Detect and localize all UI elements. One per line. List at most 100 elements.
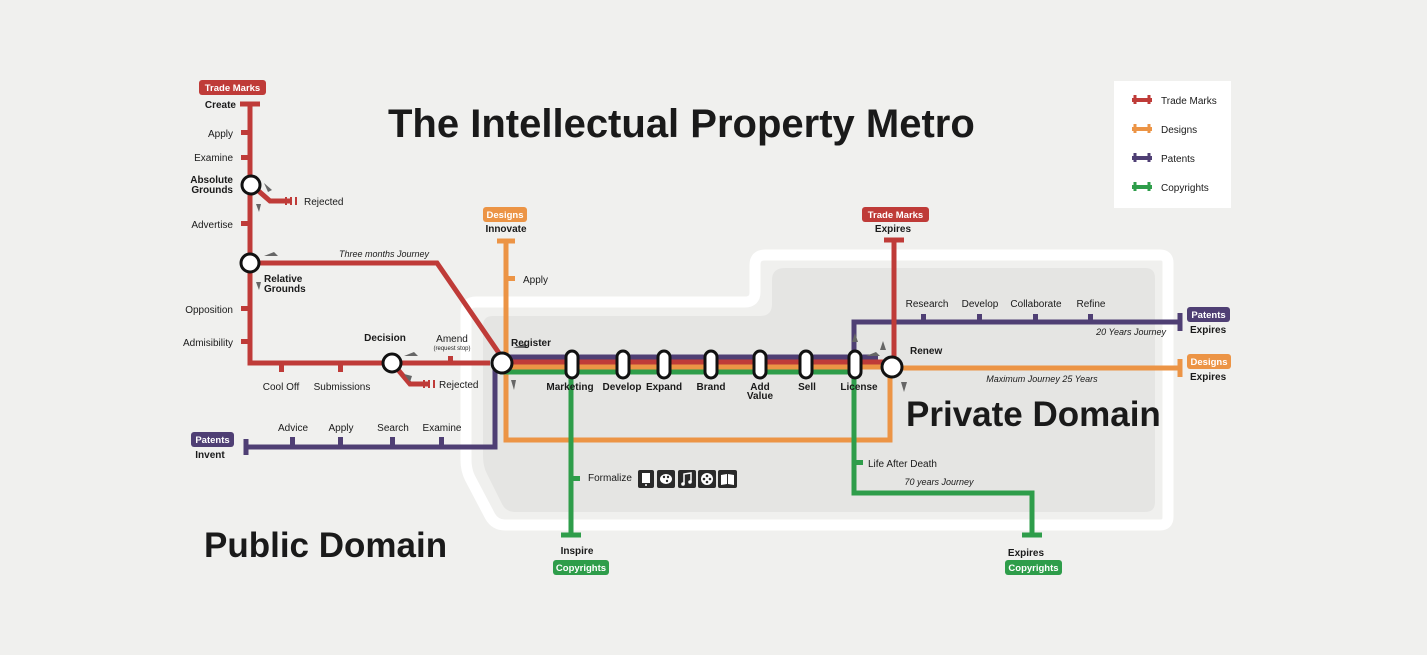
- trunk-labels: Register Marketing Develop Expand Brand …: [511, 338, 942, 402]
- designs-ticks: [506, 276, 515, 281]
- svg-text:Designs: Designs: [1161, 125, 1197, 136]
- public-domain-label: Public Domain: [204, 526, 447, 565]
- station-tm-expires: Expires: [875, 224, 912, 235]
- station-rejected: Rejected: [304, 197, 343, 208]
- journey-70-years: 70 years Journey: [904, 477, 974, 487]
- trunk-pills: [564, 349, 863, 380]
- station-submissions: Submissions: [314, 382, 371, 393]
- trade-marks-ticks: [241, 130, 453, 372]
- designs-innovate-line: [503, 241, 893, 443]
- station-refine: Refine: [1077, 299, 1106, 310]
- interchanges: [239, 174, 904, 379]
- station-examine: Examine: [194, 153, 233, 164]
- copyrights-labels: Formalize Inspire Life After Death 70 ye…: [561, 459, 1045, 559]
- station-inspire: Inspire: [561, 546, 594, 557]
- svg-text:Patents: Patents: [195, 435, 229, 446]
- journey-20-years: 20 Years Journey: [1095, 327, 1166, 337]
- station-add-value-2: Value: [747, 391, 774, 402]
- station-rejected-2: Rejected: [439, 380, 478, 391]
- tm-after-labels: Expires: [875, 224, 912, 235]
- legend-item-trade-marks: Trade Marks: [1132, 95, 1217, 107]
- station-innovate: Innovate: [485, 224, 527, 235]
- station-create: Create: [205, 100, 237, 111]
- media-icons: [638, 470, 737, 488]
- station-develop-2: Develop: [962, 299, 999, 310]
- badge-designs-innovate: Designs: [483, 207, 527, 222]
- station-register: Register: [511, 338, 551, 349]
- station-cool-off: Cool Off: [263, 382, 300, 393]
- badge-copyrights-inspire: Copyrights: [553, 560, 609, 575]
- station-amend-note: (request stop): [433, 346, 470, 352]
- private-domain-outline: [460, 249, 1174, 531]
- legend: Trade Marks Designs Patents Copyrights: [1114, 81, 1231, 208]
- station-advice: Advice: [278, 423, 308, 434]
- station-brand: Brand: [697, 382, 726, 393]
- svg-text:Copyrights: Copyrights: [1008, 563, 1058, 574]
- station-relative-grounds-2: Grounds: [264, 284, 306, 295]
- svg-text:Copyrights: Copyrights: [556, 563, 606, 574]
- station-search: Search: [377, 423, 409, 434]
- trade-marks-rejected-branch-2: [392, 363, 428, 387]
- station-advertise: Advertise: [191, 220, 233, 231]
- trade-marks-labels: Create Apply Examine Absolute Grounds Re…: [183, 100, 478, 393]
- music-icon: [678, 470, 696, 488]
- station-develop: Develop: [603, 382, 642, 393]
- legend-item-copyrights: Copyrights: [1132, 182, 1209, 194]
- station-sell: Sell: [798, 382, 816, 393]
- copyrights-ticks: [571, 460, 863, 481]
- svg-text:Patents: Patents: [1191, 310, 1225, 321]
- journey-three-months: Three months Journey: [339, 249, 430, 259]
- station-research: Research: [906, 299, 949, 310]
- station-formalize: Formalize: [588, 473, 632, 484]
- station-marketing: Marketing: [546, 382, 593, 393]
- station-patents-apply: Apply: [328, 423, 353, 434]
- station-copyrights-expires: Expires: [1008, 548, 1045, 559]
- badge-designs-expires: Designs: [1187, 354, 1231, 369]
- station-patents-examine: Examine: [423, 423, 462, 434]
- station-designs-expires: Expires: [1190, 372, 1227, 383]
- station-apply: Apply: [208, 129, 233, 140]
- journey-25-years: Maximum Journey 25 Years: [986, 374, 1098, 384]
- station-invent: Invent: [195, 450, 225, 461]
- station-license: License: [840, 382, 878, 393]
- private-domain-label: Private Domain: [906, 395, 1161, 434]
- station-add-value-1: Add: [750, 382, 769, 393]
- legend-item-designs: Designs: [1132, 124, 1197, 136]
- badge-tm-create: Trade Marks: [199, 80, 266, 95]
- station-opposition: Opposition: [185, 305, 233, 316]
- svg-text:Trade Marks: Trade Marks: [205, 83, 260, 94]
- station-amend: Amend: [436, 334, 468, 345]
- station-decision: Decision: [364, 333, 406, 344]
- copyrights-after-line: [851, 370, 1035, 535]
- rejected-dashes: [285, 197, 435, 388]
- badge-copyrights-expires: Copyrights: [1005, 560, 1062, 575]
- station-designs-apply: Apply: [523, 275, 548, 286]
- trunk-lines: [500, 354, 890, 375]
- direction-arrows: [256, 183, 907, 392]
- station-absolute-grounds-2: Grounds: [191, 185, 233, 196]
- svg-text:Designs: Designs: [1191, 357, 1228, 368]
- patents-invent-line: [246, 360, 498, 450]
- book-icon: [718, 470, 737, 488]
- palette-icon: [657, 470, 675, 488]
- station-renew: Renew: [910, 346, 942, 357]
- badge-patents-expires: Patents: [1187, 307, 1230, 322]
- station-patents-expires: Expires: [1190, 325, 1227, 336]
- station-expand: Expand: [646, 382, 682, 393]
- badge-patents-invent: Patents: [191, 432, 234, 447]
- svg-text:Trade Marks: Trade Marks: [868, 210, 923, 221]
- designs-labels: Innovate Apply: [485, 224, 548, 286]
- station-admissibility: Admisibility: [183, 338, 233, 349]
- station-absolute-grounds-1: Absolute: [190, 175, 233, 186]
- patents-after-labels: Research Develop Collaborate Refine 20 Y…: [906, 299, 1227, 337]
- svg-text:Trade Marks: Trade Marks: [1161, 96, 1217, 107]
- designs-after-labels: Maximum Journey 25 Years Expires: [986, 372, 1226, 384]
- patents-labels: Invent Advice Apply Search Examine: [195, 423, 462, 461]
- patents-ticks: [290, 314, 1093, 447]
- svg-text:Designs: Designs: [487, 210, 524, 221]
- trade-marks-rejected-branch-1: [252, 185, 290, 204]
- svg-text:Patents: Patents: [1161, 154, 1195, 165]
- svg-text:Copyrights: Copyrights: [1161, 183, 1209, 194]
- station-relative-grounds-1: Relative: [264, 274, 303, 285]
